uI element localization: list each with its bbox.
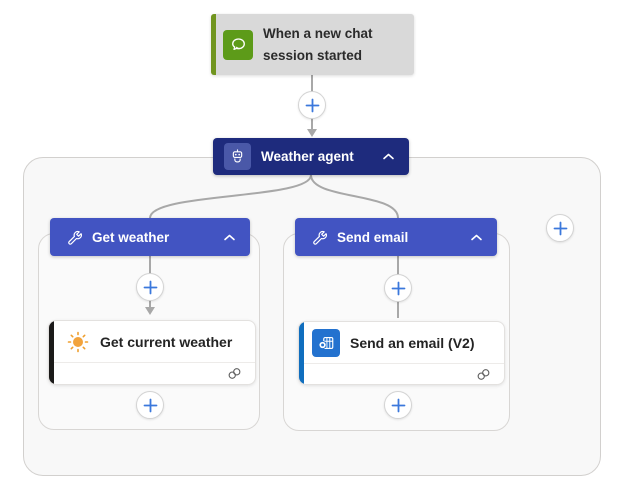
action-label: Get current weather	[100, 333, 233, 350]
weather-agent-card[interactable]: Weather agent	[213, 138, 409, 175]
action-label: Send an email (V2)	[350, 334, 475, 351]
get-current-weather-card[interactable]: Get current weather	[48, 320, 256, 385]
outlook-icon	[312, 328, 340, 357]
wrench-icon	[313, 230, 327, 245]
chevron-up-icon	[223, 234, 235, 240]
add-branch-button[interactable]	[546, 214, 574, 242]
send-an-email-v2-card[interactable]: Send an email (V2)	[298, 321, 505, 385]
add-action-button-get-weather[interactable]	[136, 391, 164, 419]
connection-icon	[228, 368, 241, 379]
collapse-get-weather-button[interactable]	[218, 226, 240, 248]
chat-icon	[223, 29, 253, 60]
get-weather-header-card[interactable]: Get weather	[50, 218, 250, 256]
trigger-label: When a new chat session started	[263, 25, 373, 63]
robot-icon	[224, 143, 251, 170]
sun-icon	[66, 330, 90, 354]
send-email-header-card[interactable]: Send email	[295, 218, 497, 256]
agent-label: Weather agent	[261, 149, 354, 164]
wrench-icon	[68, 230, 82, 245]
chevron-up-icon	[382, 153, 394, 160]
chevron-up-icon	[470, 234, 482, 240]
insert-step-button-send-email[interactable]	[384, 274, 412, 302]
connection-icon	[477, 369, 490, 380]
insert-step-button-get-weather[interactable]	[136, 273, 164, 301]
trigger-card[interactable]: When a new chat session started	[211, 14, 414, 75]
insert-step-button-after-trigger[interactable]	[298, 91, 326, 119]
collapse-send-email-button[interactable]	[465, 226, 487, 248]
add-action-button-send-email[interactable]	[384, 391, 412, 419]
branch-header-label: Send email	[337, 229, 409, 245]
branch-header-label: Get weather	[92, 229, 170, 245]
collapse-agent-button[interactable]	[377, 146, 399, 168]
